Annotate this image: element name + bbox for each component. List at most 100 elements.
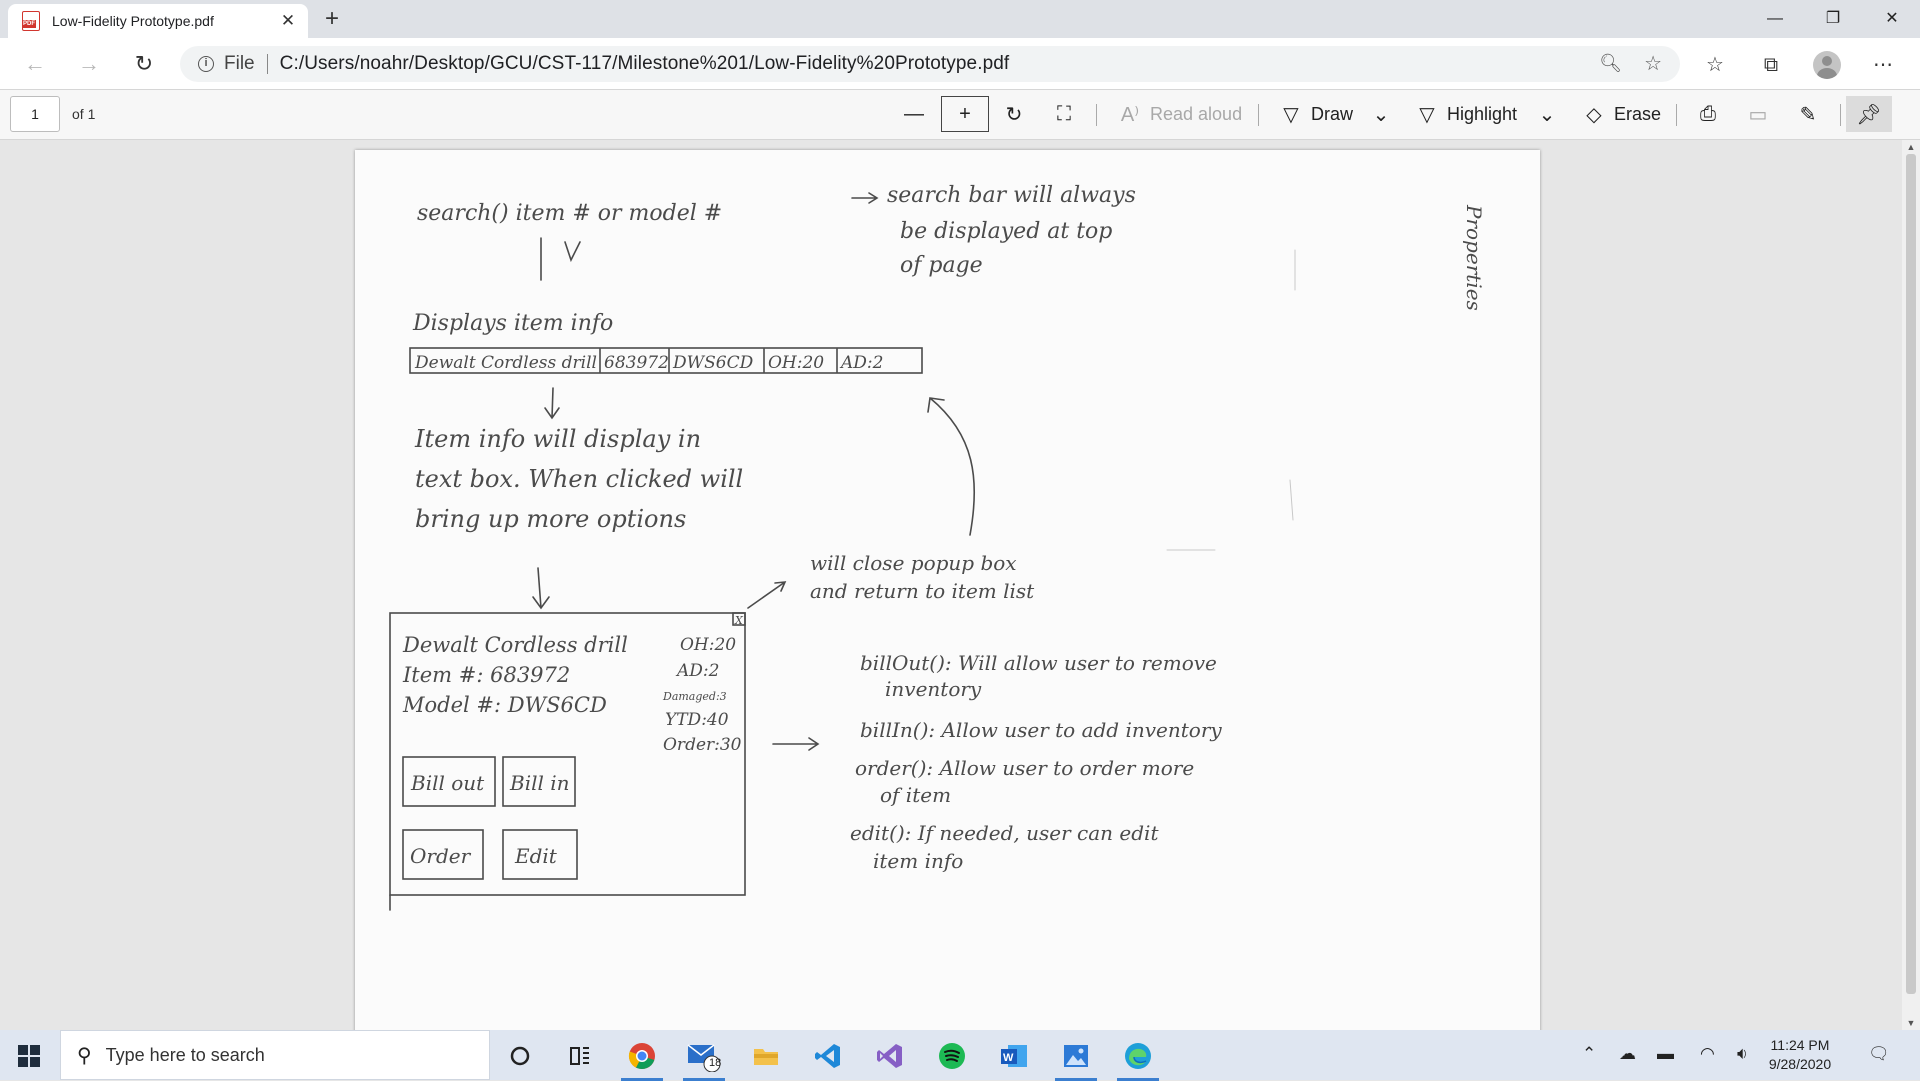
page-count: of 1 [72, 106, 96, 122]
info-icon[interactable]: i [198, 56, 214, 72]
collections-icon[interactable]: ⧉ [1763, 54, 1779, 76]
windows-start-button[interactable] [18, 1045, 40, 1067]
vscode-app[interactable] [803, 1035, 853, 1077]
chevron-down-icon: ⌄ [1538, 103, 1556, 126]
mail-app[interactable]: 18 [679, 1035, 729, 1081]
popup-bill-out-label: Bill out [410, 771, 485, 795]
print-button[interactable]: ⎙ [1694, 96, 1722, 132]
sketch-drawing: search() item # or model # search bar wi… [389, 183, 1486, 911]
save-as-button[interactable]: ✎ [1794, 96, 1822, 132]
notifications-icon[interactable]: 🗨︎ [1868, 1044, 1890, 1063]
method-billin: billIn(): Allow user to add inventory [860, 718, 1222, 742]
chrome-app[interactable] [617, 1035, 667, 1081]
erase-label: Erase [1614, 103, 1662, 124]
clock-time: 11:24 PM [1770, 1037, 1830, 1053]
popup-box [389, 612, 746, 896]
zoom-in-button[interactable]: + [941, 96, 989, 132]
taskbar-search-box[interactable]: ⚲ Type here to search [60, 1030, 490, 1080]
favorites-icon[interactable]: ☆ [1706, 54, 1724, 76]
search-line-text: search() item # or model # [417, 201, 722, 226]
draw-options-button[interactable]: ⌄ [1367, 96, 1395, 132]
popup-edit-label: Edit [514, 844, 558, 868]
spotify-app[interactable] [927, 1035, 977, 1077]
toolbar-divider [1840, 104, 1841, 126]
erase-button[interactable]: ◇ Erase [1580, 96, 1661, 132]
popup-name: Dewalt Cordless drill [402, 633, 628, 657]
cortana-button[interactable] [495, 1035, 545, 1077]
zoom-icon[interactable]: 🔍︎ [1599, 53, 1622, 73]
tab-pdf[interactable]: Low-Fidelity Prototype.pdf ✕ [8, 4, 308, 38]
edit-box [502, 829, 578, 880]
vscode-icon [815, 1044, 840, 1068]
more-menu-icon[interactable]: ⋯ [1873, 54, 1893, 76]
address-bar[interactable]: i File C:/Users/noahr/Desktop/GCU/CST-11… [180, 46, 1680, 82]
page-number-input[interactable]: 1 [10, 96, 60, 132]
minus-icon: — [904, 102, 924, 125]
zoom-out-button[interactable]: — [900, 96, 928, 132]
favorite-star-icon[interactable]: ☆ [1644, 53, 1662, 75]
photos-app[interactable] [1051, 1035, 1101, 1081]
windows-logo-icon [30, 1057, 40, 1067]
highlight-options-button[interactable]: ⌄ [1533, 96, 1561, 132]
arrow-from-close [747, 581, 787, 609]
visual-studio-app[interactable] [865, 1035, 915, 1077]
fit-page-icon: ⛶ [1057, 102, 1071, 125]
arrow-to-search-note [851, 192, 879, 204]
taskbar: ⚲ Type here to search 18 W ⌃ ☁ ▬ ◠ 🔉︎ 11… [0, 1030, 1920, 1081]
battery-icon[interactable]: ▬ [1657, 1044, 1674, 1063]
save-icon: ▭ [1748, 103, 1768, 126]
highlight-label: Highlight [1447, 103, 1518, 124]
profile-avatar[interactable] [1813, 51, 1841, 79]
close-tab-icon[interactable]: ✕ [280, 11, 296, 30]
popup-order-label: Order [410, 844, 472, 868]
minimize-button[interactable]: — [1767, 10, 1783, 27]
row-cell-ad: AD:2 [839, 353, 883, 373]
file-explorer-app[interactable] [741, 1035, 791, 1077]
close-window-button[interactable]: ✕ [1885, 10, 1899, 27]
search-note-1: search bar will always [887, 183, 1136, 208]
mail-icon [687, 1044, 721, 1072]
mail-badge: 18 [709, 1057, 722, 1069]
wifi-icon[interactable]: ◠ [1700, 1044, 1715, 1063]
vertical-scrollbar[interactable]: ▲ ▼ [1902, 140, 1920, 1030]
restore-button[interactable]: ❐ [1825, 10, 1841, 27]
show-hidden-icons-chevron-icon[interactable]: ⌃ [1582, 1044, 1597, 1063]
draw-button[interactable]: ▽ Draw [1277, 96, 1353, 132]
volume-icon[interactable]: 🔉︎ [1737, 1044, 1748, 1063]
pin-toolbar-button[interactable]: 📌︎ [1846, 96, 1892, 132]
item-row-box [409, 347, 923, 374]
task-view-button[interactable] [555, 1035, 605, 1077]
item-note-1: Item info will display in [414, 425, 701, 453]
save-button[interactable]: ▭ [1744, 96, 1772, 132]
new-tab-button[interactable]: + [324, 5, 339, 32]
print-icon: ⎙ [1700, 102, 1716, 125]
scrollbar-thumb[interactable] [1906, 154, 1916, 994]
row-cell-name: Dewalt Cordless drill [414, 353, 597, 373]
system-clock[interactable]: 11:24 PM 9/28/2020 [1760, 1036, 1840, 1074]
document-viewer[interactable]: search() item # or model # search bar wi… [0, 140, 1902, 1030]
item-row-dividers [599, 348, 838, 373]
word-app[interactable]: W [989, 1035, 1039, 1077]
method-billout: billOut(): Will allow user to remove [860, 651, 1217, 675]
url-text[interactable]: C:/Users/noahr/Desktop/GCU/CST-117/Miles… [279, 53, 1010, 74]
method-order: order(): Allow user to order more [855, 756, 1194, 780]
faint-marks [1166, 249, 1296, 551]
row-cell-item: 683972 [604, 353, 669, 373]
folder-icon [754, 1049, 778, 1065]
pdf-page: search() item # or model # search bar wi… [355, 150, 1540, 1030]
pdf-file-icon [22, 11, 40, 31]
scroll-up-arrow[interactable]: ▲ [1906, 142, 1916, 152]
rotate-button[interactable]: ↻ [1000, 96, 1028, 132]
arrow-to-methods [772, 737, 820, 751]
forward-button[interactable]: → [78, 51, 100, 76]
taskbar-search-placeholder: Type here to search [105, 1044, 265, 1065]
back-button[interactable]: ← [24, 51, 46, 76]
onedrive-icon[interactable]: ☁ [1619, 1044, 1636, 1063]
read-aloud-button[interactable]: A⁾ Read aloud [1116, 96, 1242, 132]
fit-page-button[interactable]: ⛶ [1050, 96, 1078, 132]
highlight-button[interactable]: ▽ Highlight [1413, 96, 1517, 132]
scroll-down-arrow[interactable]: ▼ [1906, 1018, 1916, 1028]
refresh-button[interactable]: ↻ [134, 51, 154, 76]
popup-close-mark: X [734, 614, 744, 627]
edge-app[interactable] [1113, 1035, 1163, 1081]
